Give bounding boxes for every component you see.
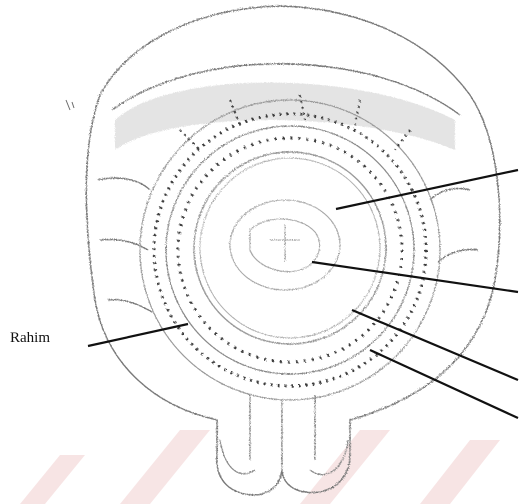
leader-lines	[88, 170, 518, 418]
margin-marks	[66, 100, 74, 110]
outer-wall	[86, 6, 499, 495]
leader-line-3	[352, 310, 518, 380]
cervix	[220, 395, 348, 475]
label-rahim: Rahim	[10, 330, 50, 347]
watermark	[20, 430, 500, 504]
leader-line-1	[336, 170, 518, 209]
leader-line-2	[312, 262, 518, 292]
leader-line-rahim	[88, 324, 188, 346]
leader-line-4	[370, 350, 518, 418]
embryo	[230, 200, 340, 290]
